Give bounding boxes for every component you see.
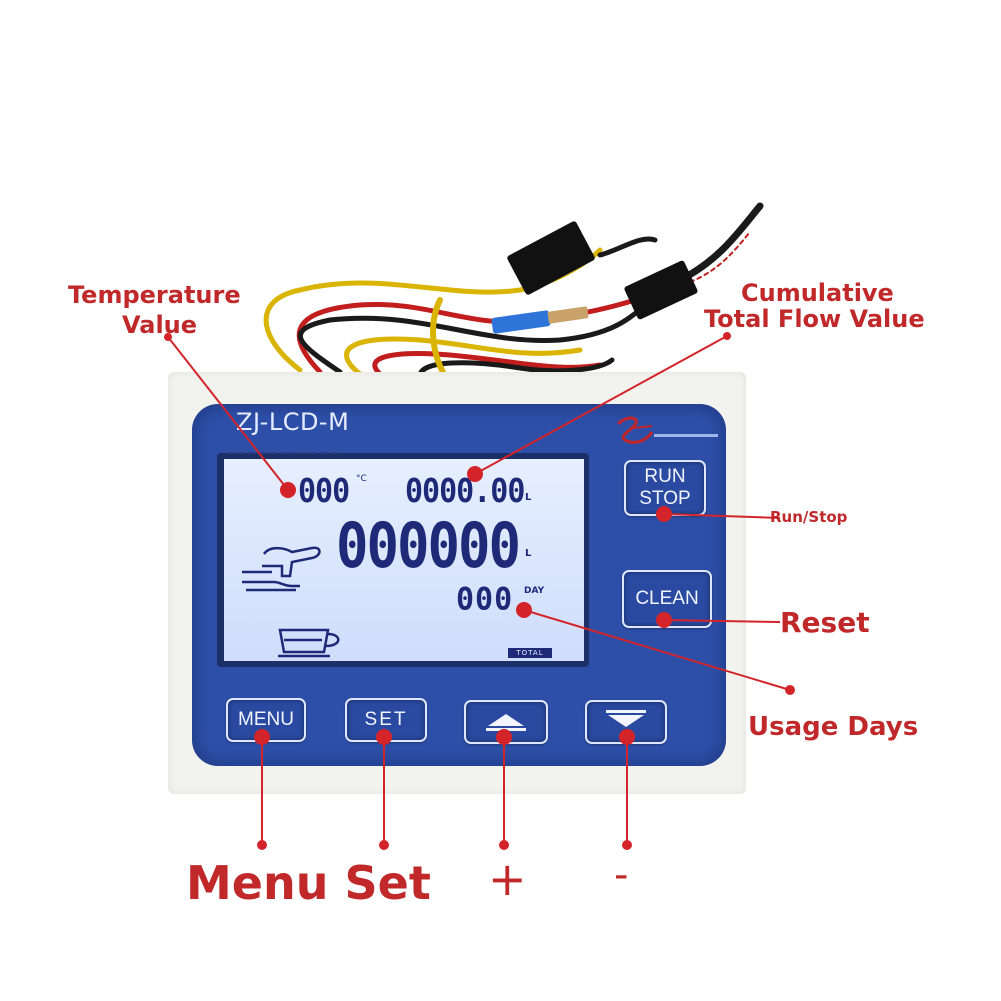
down-triangle-icon	[606, 710, 646, 727]
usage-days-annotation: Usage Days	[748, 712, 919, 742]
cumulative-annotation-line2: Total Flow Value	[704, 305, 925, 333]
cumulative-flow-reading: 0000.00	[405, 472, 525, 511]
reset-annotation: Reset	[780, 606, 870, 639]
temperature-unit: °C	[356, 474, 367, 484]
temperature-annotation-line2: Value	[122, 311, 198, 339]
run-label: RUN	[644, 466, 686, 487]
usage-days-unit: DAY	[524, 586, 545, 596]
minus-annotation: -	[614, 852, 629, 898]
main-flow-unit: L	[525, 548, 532, 559]
brand-logo	[616, 416, 718, 444]
main-flow-reading: 000000	[336, 509, 521, 582]
total-badge: TOTAL	[508, 648, 552, 658]
plus-annotation: +	[488, 852, 527, 906]
model-label: ZJ-LCD-M	[236, 408, 350, 436]
run-stop-annotation: Run/Stop	[770, 508, 848, 526]
usage-days-reading: 000	[456, 581, 514, 618]
faucet-icon	[242, 546, 321, 592]
cumulative-flow-unit: L	[525, 492, 532, 503]
temperature-annotation-line1: Temperature	[68, 281, 241, 309]
temperature-reading: 000	[298, 472, 350, 511]
panel-dashes	[228, 452, 338, 458]
cup-icon	[278, 628, 340, 658]
cumulative-annotation-line1: Cumulative	[741, 279, 894, 307]
stop-label: STOP	[639, 488, 691, 509]
menu-set-annotation: Menu Set	[186, 856, 431, 910]
